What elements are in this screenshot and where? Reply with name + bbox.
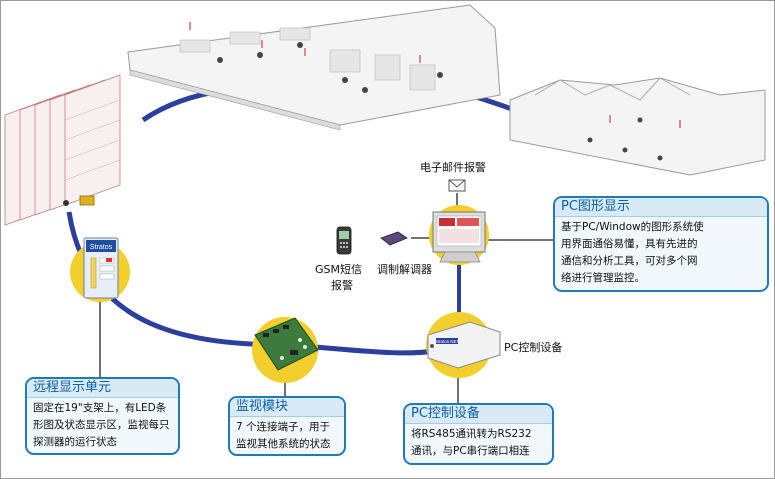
gsm-phone-icon	[336, 226, 352, 255]
modem-icon	[380, 231, 408, 246]
pc-graphics-box: PC图形显示 基于PC/Window的图形系统使 用界面通俗易懂，具有先进的 通…	[553, 196, 769, 292]
monitor-module-device	[254, 317, 319, 371]
remote-display-line: 固定在19"支架上，有LED条	[33, 402, 167, 414]
warehouse-building-right	[509, 77, 766, 176]
remote-display-unit-device: Stratos	[83, 237, 119, 299]
remote-display-line: 形图及状态显示区，监视每只	[33, 419, 170, 431]
warehouse-racks-left	[4, 74, 121, 226]
remote-display-title: 远程显示单元	[27, 379, 178, 398]
control-device-brand: Stratos NET	[435, 339, 460, 344]
pc-graphics-line: 用界面通俗易懂，具有先进的	[561, 238, 698, 250]
remote-unit-brand: Stratos	[90, 244, 113, 251]
remote-display-box: 远程显示单元 固定在19"支架上，有LED条 形图及状态显示区，监视每只 探测器…	[25, 377, 180, 455]
pc-control-description: 将RS485通讯转为RS232 通讯，与PC串行端口相连	[405, 424, 552, 462]
monitor-module-box: 监视模块 7 个连接端子，用于 监视其他系统的状态	[228, 396, 346, 456]
gsm-alarm-label-line2: 报警	[331, 279, 353, 292]
monitor-module-description: 7 个连接端子，用于 监视其他系统的状态	[230, 417, 344, 454]
pc-graphics-description: 基于PC/Window的图形系统使 用界面通俗易懂，具有先进的 通信和分析工具，…	[555, 217, 767, 289]
monitor-module-line: 监视其他系统的状态	[236, 438, 331, 450]
remote-display-description: 固定在19"支架上，有LED条 形图及状态显示区，监视每只 探测器的运行状态	[27, 398, 178, 453]
monitor-module-title: 监视模块	[230, 398, 344, 417]
pc-graphics-line: 基于PC/Window的图形系统使	[561, 221, 704, 233]
pc-control-device-label: PC控制设备	[504, 341, 563, 354]
pc-control-line: 通讯，与PC串行端口相连	[411, 445, 530, 457]
warehouse-building-center	[127, 4, 501, 131]
forklift	[79, 195, 95, 206]
pc-control-line: 将RS485通讯转为RS232	[411, 428, 532, 440]
pc-graphics-line: 通信和分析工具，可对多个网	[561, 255, 698, 267]
pc-control-title: PC控制设备	[405, 405, 552, 424]
pc-control-device: Stratos NET	[427, 321, 501, 369]
email-alarm-label: 电子邮件报警	[420, 161, 486, 174]
pc-graphics-line: 络进行管理监控。	[561, 272, 645, 284]
pc-workstation	[432, 211, 486, 263]
gsm-alarm-label-line1: GSM短信	[315, 263, 362, 276]
remote-display-line: 探测器的运行状态	[33, 436, 117, 448]
modem-label: 调制解调器	[377, 263, 432, 276]
pc-graphics-title: PC图形显示	[555, 198, 767, 217]
pc-control-box: PC控制设备 将RS485通讯转为RS232 通讯，与PC串行端口相连	[403, 403, 554, 465]
email-envelope-icon	[448, 179, 466, 192]
monitor-module-line: 7 个连接端子，用于	[236, 421, 331, 433]
